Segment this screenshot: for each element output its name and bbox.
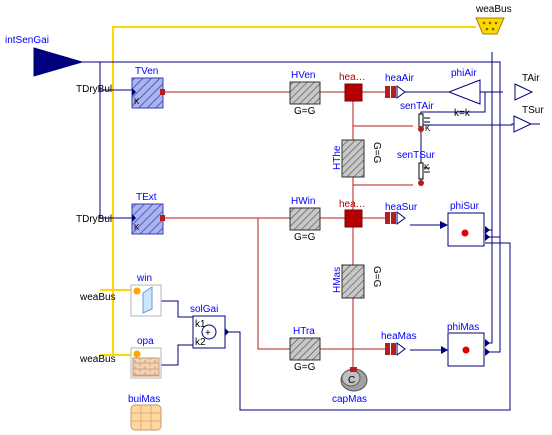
hthe-param: G=G [371,142,382,164]
tair-output[interactable]: TAir [514,73,540,101]
sentsur-label: senTSur [397,150,435,161]
htra-param: G=G [294,362,316,373]
weabus-connector[interactable]: weaBus [475,4,512,35]
heasur-label: heaSur [385,202,418,213]
weabus-label-opa: weaBus [79,354,116,365]
tsur-output[interactable]: TSur [513,105,544,133]
signal-lines [82,52,540,411]
hven-param: G=G [294,106,316,117]
phimas-input-arrow-2 [485,348,490,356]
text-k: K [134,223,140,232]
text-block[interactable]: TExt K [131,192,165,235]
phisur-label: phiSur [450,201,480,212]
solgai-output-arrow [225,328,229,336]
phisur-block[interactable]: phiSur [440,201,490,247]
hwin-block[interactable]: HWin G=G [289,196,321,243]
text-label: TExt [136,192,157,203]
capmas-block[interactable]: C capMas [332,367,368,405]
heamas-label: heaMas [381,331,417,342]
capmas-port [350,367,357,372]
solgai-k1: k1 [195,319,206,330]
surface-node-label: hea… [339,199,366,210]
solgai-label: solGai [190,304,218,315]
buimas-label: buiMas [128,394,160,405]
sentair-sensor[interactable]: senTAir K [400,101,434,133]
sentair-label: senTAir [400,101,434,112]
tair-label: TAir [522,73,540,84]
phimas-input-arrow-1 [485,339,490,347]
phiair-block[interactable]: phiAir k=k [447,68,481,119]
phiair-param: k=k [454,108,471,119]
int-sen-gai-input[interactable]: intSenGai [5,35,84,77]
tdrybul-label-mid: TDryBul [76,214,112,225]
heaair-label: heaAir [385,73,415,84]
hthe-label: HThe [332,145,343,170]
phisur-output-arrow [440,221,448,229]
phimas-output-arrow [441,346,448,354]
buimas-block[interactable]: buiMas [128,394,162,431]
htra-label: HTra [293,326,315,337]
surface-node[interactable]: hea… [339,199,366,228]
hmas-label: HMas [332,267,343,293]
air-node-label: hea… [339,72,366,83]
phimas-block[interactable]: phiMas [441,322,490,367]
opa-label: opa [137,336,154,347]
weabus-label-win: weaBus [79,292,116,303]
sentsur-sensor[interactable]: senTSur K [397,150,435,186]
tven-label: TVen [135,66,158,77]
tven-port [160,89,165,95]
hthe-block[interactable]: HThe G=G [332,139,382,178]
phisur-input-arrow-2 [485,233,490,241]
sentair-k: K [425,124,431,133]
text-port [160,215,165,221]
hmas-param: G=G [371,266,382,288]
tven-block[interactable]: TVen K [131,66,165,109]
text-input-arrow [132,214,136,222]
tdrybul-label-top: TDryBul [76,84,112,95]
phisur-input-arrow-1 [485,226,490,234]
win-label: win [136,273,152,284]
htra-block[interactable]: HTra G=G [289,326,321,373]
capmas-label: capMas [332,394,367,405]
weabus-label: weaBus [475,4,512,15]
win-block[interactable]: win [130,273,162,317]
opa-block[interactable]: opa [130,336,162,379]
phimas-label: phiMas [447,322,479,333]
hmas-block[interactable]: HMas G=G [332,264,382,299]
tven-k: K [134,97,140,106]
heat-lines [163,91,413,370]
solgai-k2: k2 [195,337,206,348]
heasur-block[interactable]: heaSur [385,202,418,225]
solgai-plus: + [205,328,211,339]
hwin-param: G=G [294,232,316,243]
hven-block[interactable]: HVen G=G [289,70,321,117]
air-node[interactable]: hea… [339,72,366,102]
heamas-block[interactable]: heaMas [381,331,417,356]
int-sen-gai-label: intSenGai [5,35,49,46]
phiair-label: phiAir [451,68,477,79]
capmas-symbol: C [348,375,355,386]
solgai-block[interactable]: + k1 k2 solGai [190,304,229,349]
tven-input-arrow [132,88,136,96]
weather-bus-lines [100,26,476,356]
hven-label: HVen [291,70,315,81]
tsur-label: TSur [522,105,544,116]
hwin-label: HWin [291,196,315,207]
heaair-block[interactable]: heaAir [385,73,415,99]
sentsur-k: K [424,163,430,172]
